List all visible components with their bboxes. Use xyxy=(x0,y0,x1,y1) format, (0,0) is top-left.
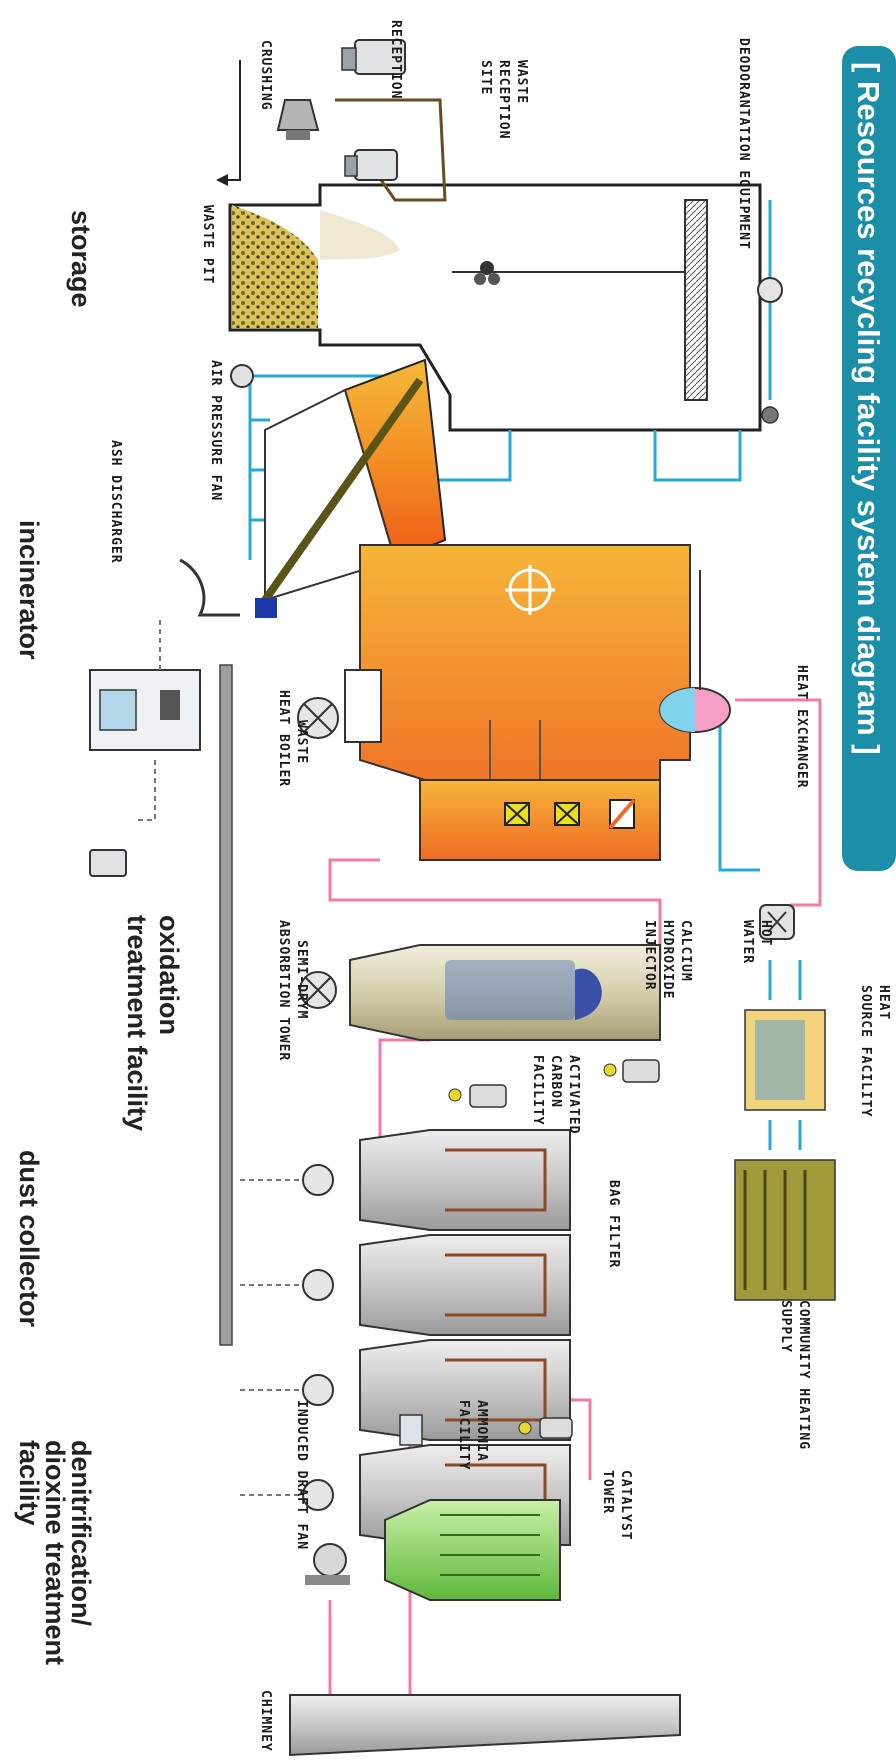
stage-storage: storage xyxy=(66,210,96,308)
label-chimney: CHIMNEY xyxy=(258,1690,273,1752)
label-community-1: COMMUNITY HEATING xyxy=(796,1300,811,1450)
ammonia-tank-icon xyxy=(518,1417,573,1439)
label-hot-water-2: WATER xyxy=(740,920,755,964)
label-bag-filter: BAG FILTER xyxy=(606,1180,621,1268)
boiler-panels xyxy=(504,798,636,830)
deodorant-fan-icon xyxy=(757,277,783,303)
stage-denitrification-3: facility xyxy=(14,1440,44,1526)
bag-filter-2 xyxy=(359,1234,571,1336)
label-waste-pit: WASTE PIT xyxy=(200,205,215,284)
semi-dry-fan-icon xyxy=(299,971,337,1009)
truck-icon-2 xyxy=(344,149,398,181)
boiler-fan-icon xyxy=(297,697,339,739)
diagram-title: [ Resources recycling facility system di… xyxy=(851,62,886,755)
label-waste-boiler-1: WASTE xyxy=(294,720,309,764)
label-ash: ASH DISCHARGER xyxy=(108,440,123,564)
crane-grab-icon xyxy=(474,261,500,285)
label-air-fan: AIR PRESSURE FAN xyxy=(208,360,223,501)
label-ammonia-1: AMMONIA xyxy=(474,1400,489,1462)
stage-incinerator: incinerator xyxy=(14,520,44,660)
crusher-icon xyxy=(276,99,320,140)
reception-ramp xyxy=(335,98,447,202)
deodorant-grill xyxy=(684,199,708,401)
label-activated-2: CARBON xyxy=(548,1055,563,1108)
boiler-damper xyxy=(344,669,382,743)
water-line-1 xyxy=(653,430,742,482)
title-banner xyxy=(842,46,896,871)
label-deodorant: DEODORANTATION EQUIPMENT xyxy=(736,38,751,250)
label-ammonia-2: FACILITY xyxy=(456,1400,471,1471)
label-heat-source-1: HEAT xyxy=(876,985,891,1020)
label-waste-boiler-2: HEAT BOILER xyxy=(276,690,291,787)
bag-filter-fans xyxy=(240,1164,334,1511)
label-activated-3: FACILITY xyxy=(530,1055,545,1126)
label-heat-source-2: SOURCE FACILITY xyxy=(858,985,873,1117)
community-buildings xyxy=(734,1159,836,1301)
label-heat-exchanger: HEAT EXCHANGER xyxy=(794,665,809,789)
label-calcium-1: CALCIUM xyxy=(678,920,693,982)
stage-oxidation-2: treatment facility xyxy=(122,915,152,1131)
feed-chute xyxy=(261,377,424,603)
flue-line-1 xyxy=(328,858,662,960)
hot-water-return xyxy=(735,698,822,907)
label-waste-reception-2: RECEPTION xyxy=(496,60,511,139)
ash-outlet xyxy=(255,598,277,618)
label-calcium-2: HYDROXIDE xyxy=(660,920,675,999)
carbon-tank-icon xyxy=(448,1084,507,1108)
dust-manifold xyxy=(219,664,233,1346)
supply-arrows xyxy=(768,960,802,1150)
injector-spray xyxy=(575,968,602,1020)
label-community-2: SUPPLY xyxy=(778,1300,793,1353)
stage-denitrification-2: dioxine treatment xyxy=(40,1440,70,1665)
label-hot-water-1: HOT xyxy=(758,920,773,946)
label-crushing: CRUSHING xyxy=(258,40,273,111)
bag-filter-bank xyxy=(359,1129,571,1546)
tower-window xyxy=(445,960,575,1020)
ammonia-mixer xyxy=(399,1414,423,1446)
label-reception: RECEPTION xyxy=(388,20,403,99)
label-calcium-3: INJECTOR xyxy=(642,920,657,991)
label-catalyst-1: CATALYST xyxy=(618,1470,633,1541)
waste-heap xyxy=(320,210,400,260)
air-fan-icon xyxy=(230,364,254,388)
calcium-tank-icon xyxy=(603,1059,660,1083)
crushing-flow-arrow xyxy=(226,60,241,181)
oxidation-unit xyxy=(89,669,201,751)
induced-fan-icon xyxy=(305,1543,350,1585)
label-induced: INDUCED DRAFT FAN xyxy=(294,1400,309,1550)
furnace-body xyxy=(359,544,691,821)
dashed-ash-line xyxy=(135,620,161,821)
waste-heat-boiler xyxy=(419,779,661,861)
label-catalyst-2: TOWER xyxy=(600,1470,615,1514)
ash-discharger xyxy=(179,558,240,617)
flue-line-2 xyxy=(378,1038,430,1140)
bag-filter-1 xyxy=(359,1129,571,1231)
stage-oxidation-1: oxidation xyxy=(154,915,184,1035)
label-waste-reception-1: WASTE xyxy=(514,60,529,104)
label-waste-reception-3: SITE xyxy=(478,60,493,95)
burner-target-icon xyxy=(505,565,555,615)
label-semi-dry-2: ABSORBTION TOWER xyxy=(276,920,291,1061)
stage-dust-collector: dust collector xyxy=(14,1150,44,1328)
label-activated-1: ACTIVATED xyxy=(566,1055,581,1134)
label-semi-dry-1: SEMI-DRYM xyxy=(294,940,309,1019)
heat-source-facility xyxy=(744,1009,826,1111)
ash-truck-icon xyxy=(89,849,127,877)
truck-icon xyxy=(341,39,406,75)
chimney xyxy=(289,1694,681,1757)
waste-pit xyxy=(232,205,318,328)
stage-denitrification-1: denitrification/ xyxy=(66,1440,96,1627)
heat-exchanger-icon xyxy=(759,904,795,940)
air-lines xyxy=(248,378,270,560)
